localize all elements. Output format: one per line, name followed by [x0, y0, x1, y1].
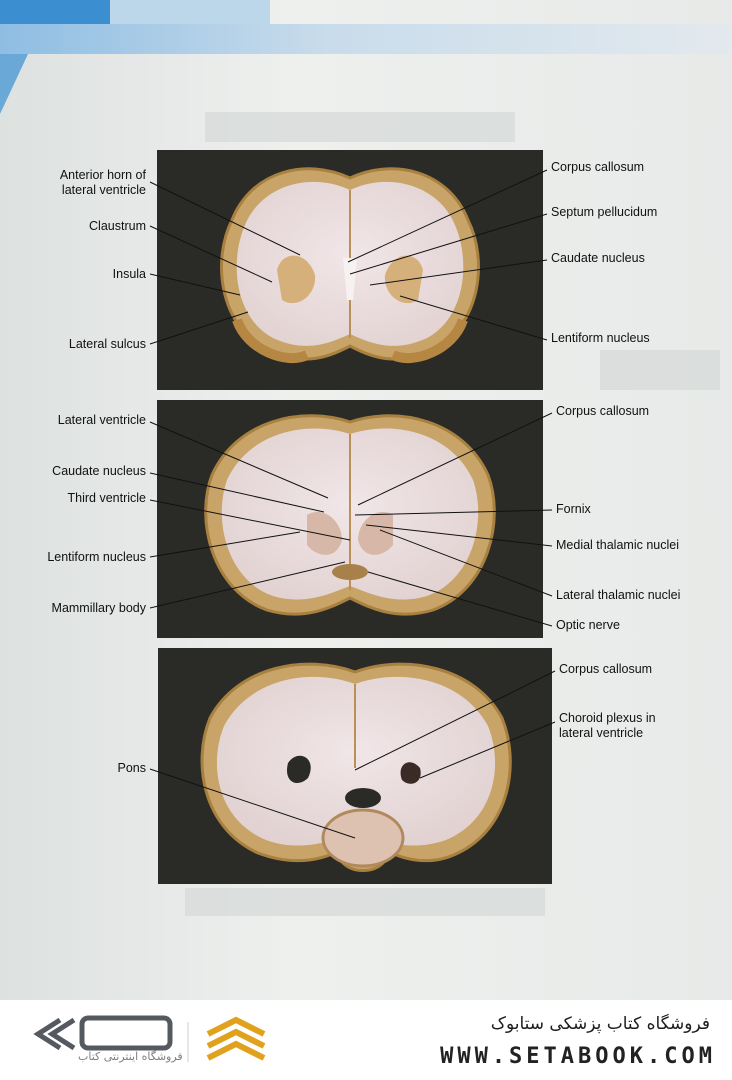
label-lentiform-nucleus-1: Lentiform nucleus — [551, 331, 650, 345]
show-through-shading — [185, 888, 545, 916]
label-lentiform-nucleus-2: Lentiform nucleus — [47, 550, 146, 564]
coronal-section-1-photo — [157, 150, 543, 390]
show-through-shading — [600, 350, 720, 390]
label-corpus-callosum-1: Corpus callosum — [551, 160, 645, 174]
coronal-section-2-photo — [157, 400, 543, 638]
setabook-logo: فروشگاه اینترنتی کتاب — [30, 1014, 300, 1070]
label-line: Anterior horn of lateral ventricle — [59, 168, 146, 197]
website-url: WWW.SETABOOK.COM — [440, 1044, 716, 1069]
label-choroid-plexus: Choroid plexus in lateral ventricle — [559, 711, 656, 740]
label-insula: Insula — [112, 267, 146, 281]
show-through-shading — [205, 112, 515, 142]
label-corpus-callosum-3: Corpus callosum — [559, 662, 653, 676]
page-corner-decoration — [110, 0, 270, 24]
label-claustrum: Claustrum — [89, 219, 146, 233]
label-pons: Pons — [117, 761, 147, 775]
logo-caption: فروشگاه اینترنتی کتاب — [78, 1050, 183, 1063]
label-anterior-horn: Anterior horn of lateral ventricle — [40, 168, 146, 198]
page-corner-decoration — [0, 54, 28, 114]
label-corpus-callosum-2: Corpus callosum — [556, 404, 650, 418]
label-mammillary-body: Mammillary body — [51, 601, 146, 615]
textbook-page: Anterior horn of lateral ventricle Claus… — [0, 0, 732, 1000]
label-optic-nerve: Optic nerve — [556, 618, 620, 632]
label-lateral-thalamic-nuclei: Lateral thalamic nuclei — [556, 588, 681, 602]
page-header-band — [0, 24, 732, 54]
label-lateral-sulcus: Lateral sulcus — [68, 337, 146, 351]
label-medial-thalamic-nuclei: Medial thalamic nuclei — [556, 538, 679, 552]
label-fornix: Fornix — [556, 502, 591, 516]
shop-name: فروشگاه کتاب پزشکی ستابوک — [490, 1014, 710, 1034]
watermark-footer: فروشگاه اینترنتی کتاب فروشگاه کتاب پزشکی… — [0, 1000, 732, 1080]
label-caudate-nucleus-2: Caudate nucleus — [52, 464, 146, 478]
label-third-ventricle: Third ventricle — [67, 491, 147, 505]
coronal-section-3-photo — [158, 648, 552, 884]
label-septum-pellucidum: Septum pellucidum — [551, 205, 658, 219]
label-caudate-nucleus-1: Caudate nucleus — [551, 251, 645, 265]
page-corner-decoration — [0, 0, 110, 24]
label-lateral-ventricle: Lateral ventricle — [57, 413, 146, 427]
